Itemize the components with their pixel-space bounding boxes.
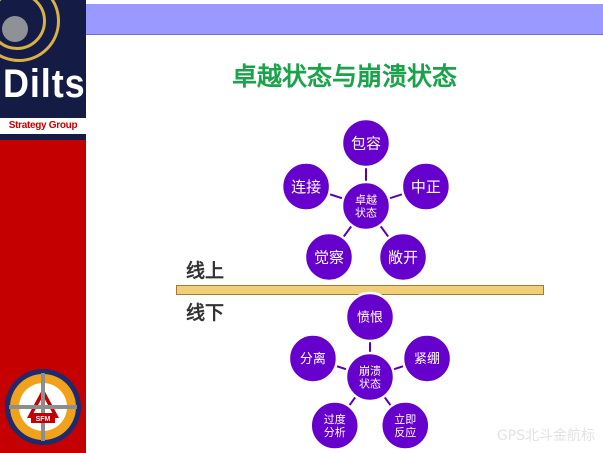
upper_diagram-center-node bbox=[340, 180, 392, 232]
lower_diagram-node-2-label-line-1: 紧绷 bbox=[414, 352, 440, 367]
top-bar bbox=[86, 4, 603, 35]
upper_diagram-center-label-line-1: 卓越 bbox=[355, 192, 377, 206]
lower_diagram-node-1-label-line-1: 愤恨 bbox=[357, 311, 383, 326]
lower_diagram-node-2 bbox=[401, 333, 453, 384]
lower_diagram-node-3 bbox=[380, 400, 431, 451]
slide-title: 卓越状态与崩溃状态 bbox=[231, 62, 457, 91]
logo-subtitle: Strategy Group bbox=[0, 118, 86, 134]
lower_diagram-node-3-label-line-2: 反应 bbox=[394, 425, 416, 439]
lower_diagram-center-label-line-2: 状态 bbox=[359, 377, 381, 391]
sfm-seal: SFM bbox=[5, 369, 81, 445]
upper_diagram-center-label-line-2: 状态 bbox=[355, 206, 377, 220]
lower_diagram-node-5-label-line-1: 分离 bbox=[300, 351, 326, 367]
upper_diagram-node-1-label-line-1: 包容 bbox=[351, 135, 381, 153]
lower_diagram-node-4-label-line-2: 分析 bbox=[324, 425, 346, 439]
lower_diagram-node-3-label-line-1: 立即 bbox=[394, 412, 416, 426]
lower_diagram-center-label-line-1: 崩溃 bbox=[359, 363, 381, 377]
lower_diagram-node-4-label-line-1: 过度 bbox=[324, 412, 346, 426]
lower_diagram-center-node bbox=[344, 351, 396, 403]
above-line-label: 线上 bbox=[186, 260, 225, 282]
upper_diagram-node-5 bbox=[280, 161, 332, 212]
dilts-logo: Dilts Strategy Group bbox=[0, 0, 86, 140]
seal-label: SFM bbox=[36, 416, 51, 423]
upper_diagram-node-3 bbox=[377, 231, 429, 283]
lower_diagram-node-5 bbox=[287, 333, 339, 384]
upper_diagram-node-2 bbox=[400, 161, 452, 212]
upper_diagram-node-4 bbox=[303, 231, 355, 283]
watermark: GPS北斗金航标 bbox=[496, 428, 595, 444]
below-line-label: 线下 bbox=[186, 302, 225, 324]
upper_diagram-node-4-label-line-1: 觉察 bbox=[314, 248, 344, 266]
upper_diagram-node-2-label-line-1: 中正 bbox=[411, 178, 441, 196]
upper_diagram-node-3-label-line-1: 敞开 bbox=[388, 248, 418, 266]
logo-circle bbox=[2, 16, 28, 42]
upper_diagram-node-5-label-line-1: 连接 bbox=[291, 178, 321, 196]
logo-arc-inner bbox=[0, 0, 46, 50]
lower_diagram-node-1 bbox=[344, 291, 396, 343]
upper_diagram-node-1 bbox=[340, 117, 392, 169]
logo-wordmark: Dilts bbox=[3, 62, 86, 106]
lower_diagram-node-4 bbox=[309, 400, 360, 451]
